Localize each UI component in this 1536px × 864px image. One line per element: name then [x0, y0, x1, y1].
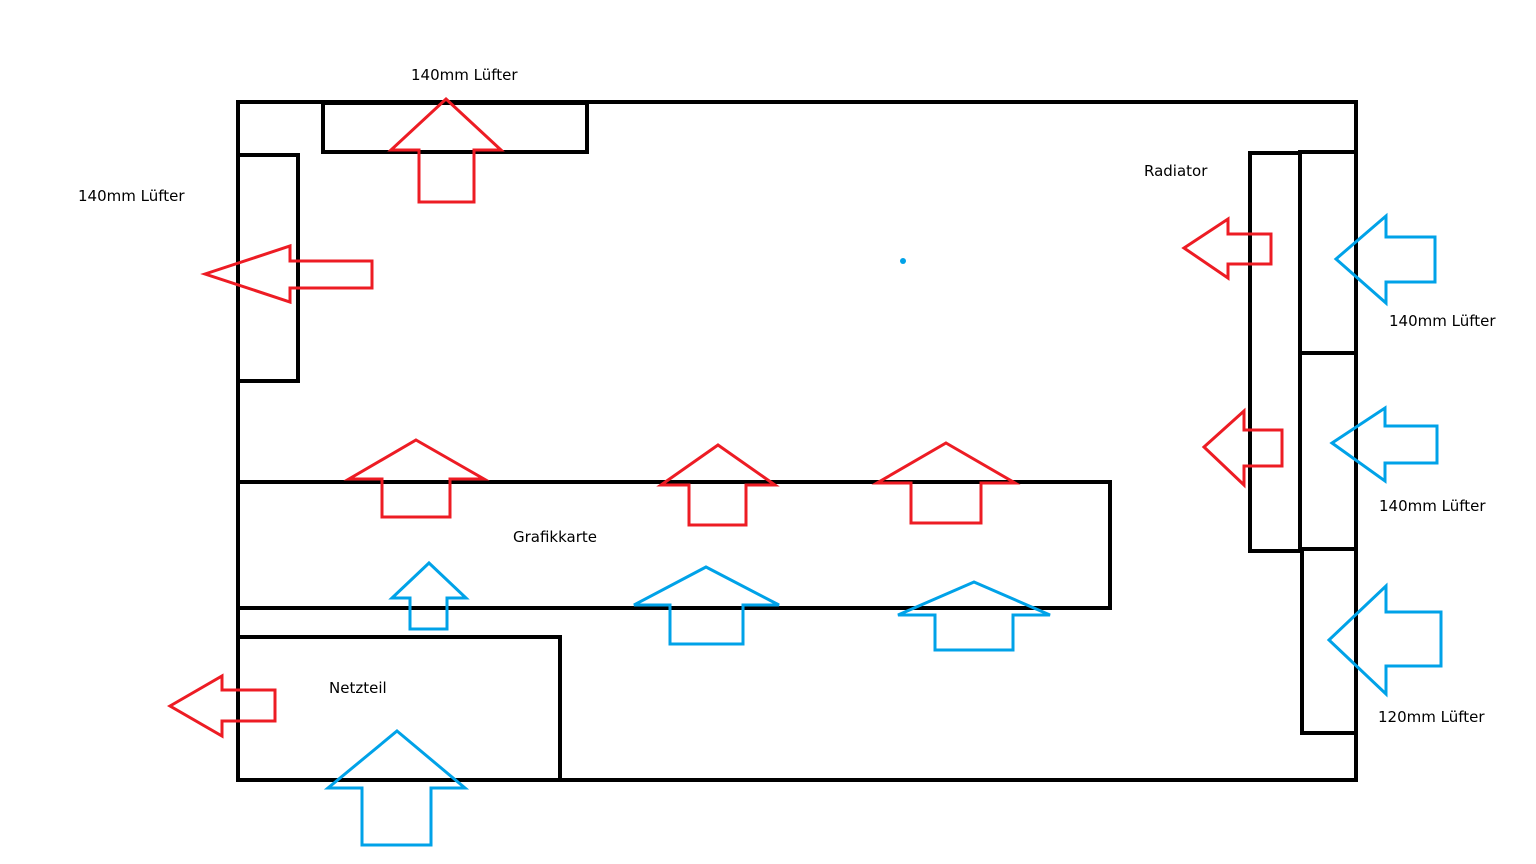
- psu-exhaust-arrow-icon: [166, 673, 277, 739]
- top-fan-label: 140mm Lüfter: [411, 66, 518, 84]
- gpu-intake-arrow-2-icon: [633, 565, 780, 646]
- radiator-exhaust-arrow-1-icon: [1181, 216, 1273, 281]
- right-fan-intake-arrow-2-icon: [1329, 405, 1439, 484]
- psu-intake-arrow-icon: [323, 729, 470, 847]
- radiator-exhaust-arrow-2-icon: [1201, 407, 1284, 489]
- gpu-exhaust-arrow-1-icon: [343, 438, 490, 519]
- psu-label: Netzteil: [329, 679, 387, 697]
- right-fan-box-3: [1300, 547, 1358, 735]
- right-fan-label-2: 140mm Lüfter: [1379, 497, 1486, 515]
- gpu-exhaust-arrow-2-icon: [656, 443, 780, 527]
- stray-dot: [900, 258, 906, 264]
- right-fan-box-2: [1298, 351, 1358, 551]
- left-fan-exhaust-arrow-icon: [200, 243, 374, 305]
- radiator-label: Radiator: [1144, 162, 1208, 180]
- top-fan-exhaust-arrow-icon: [387, 96, 505, 204]
- right-fan-label-3: 120mm Lüfter: [1378, 708, 1485, 726]
- left-fan-box: [236, 153, 300, 383]
- right-fan-label-1: 140mm Lüfter: [1389, 312, 1496, 330]
- right-fan-box-1: [1298, 150, 1358, 355]
- gpu-intake-arrow-1-icon: [388, 560, 470, 631]
- gpu-intake-arrow-3-icon: [897, 580, 1051, 652]
- right-fan-intake-arrow-3-icon: [1326, 582, 1443, 698]
- radiator-box: [1248, 151, 1302, 553]
- psu-box: [236, 635, 562, 782]
- left-fan-label: 140mm Lüfter: [78, 187, 185, 205]
- right-fan-intake-arrow-1-icon: [1333, 212, 1437, 307]
- gpu-box: [236, 480, 1112, 610]
- case-outline: [236, 100, 1358, 782]
- gpu-label: Grafikkarte: [513, 528, 597, 546]
- gpu-exhaust-arrow-3-icon: [871, 441, 1021, 525]
- top-fan-box: [321, 101, 589, 154]
